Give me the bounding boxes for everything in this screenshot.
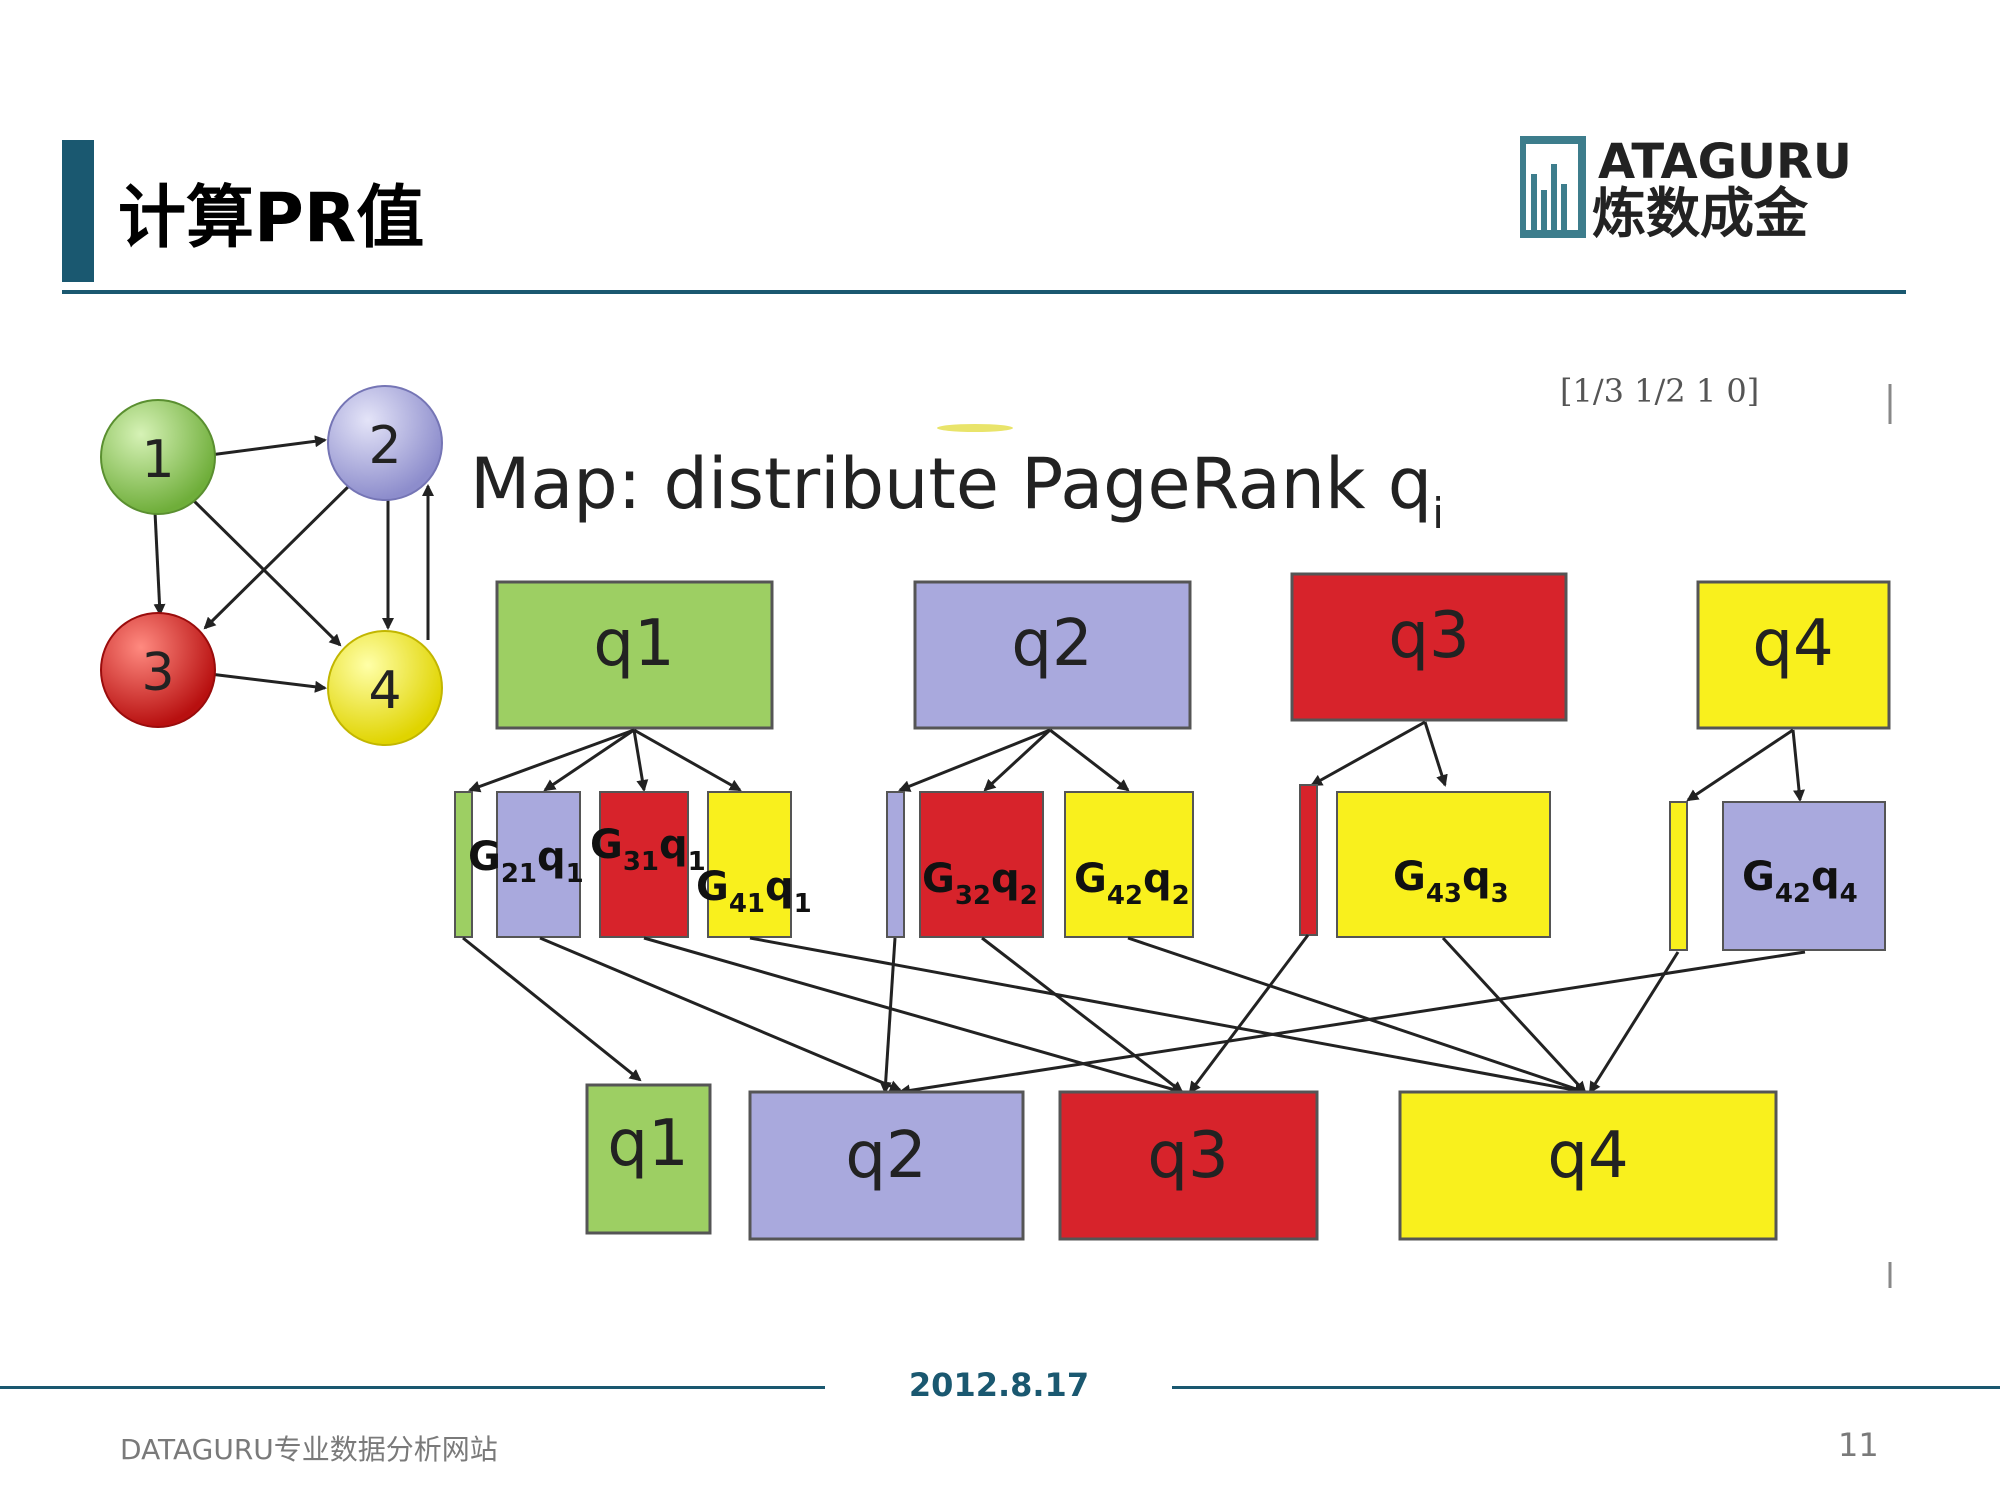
page-number: 11 xyxy=(1838,1426,1879,1464)
graph-node-3: 3 xyxy=(100,612,216,728)
mid-box-g31q1 xyxy=(599,791,689,938)
svg-text:q1: q1 xyxy=(593,607,674,681)
svg-text:q2: q2 xyxy=(845,1119,926,1193)
target-box-q4: q4 xyxy=(1398,1090,1778,1241)
mid-label-g43q3: G43q3 xyxy=(1393,854,1509,909)
svg-text:q3: q3 xyxy=(1388,599,1469,673)
source-box-q4: q4 xyxy=(1696,580,1891,730)
footer-rule-right xyxy=(1172,1386,2000,1389)
mid-label-g42q2: G42q2 xyxy=(1074,856,1190,911)
svg-text:q4: q4 xyxy=(1547,1119,1628,1193)
footer-site-name: DATAGURU专业数据分析网站 xyxy=(120,1433,498,1466)
source-box-q2: q2 xyxy=(913,580,1192,730)
mid-label-g41q1: G41q1 xyxy=(696,864,812,919)
mid-label-g32q2: G32q2 xyxy=(922,856,1038,911)
logo-text-chinese: 炼数成金 xyxy=(1592,182,1809,240)
graph-node-1: 1 xyxy=(100,399,216,515)
mid-labels: G21q1 G31q1 G41q1 G32q2 G42q2 G43q3 G42q… xyxy=(468,822,1858,919)
mid-label-g21q1: G21q1 xyxy=(468,834,584,889)
slide-title: 计算PR值 xyxy=(118,179,425,258)
mid-box-g32q2 xyxy=(886,791,1044,938)
source-box-q3: q3 xyxy=(1290,572,1568,722)
graph-node-4: 4 xyxy=(327,630,443,746)
svg-text:3: 3 xyxy=(141,643,174,703)
target-box-q3: q3 xyxy=(1058,1090,1319,1241)
svg-text:1: 1 xyxy=(141,430,174,490)
mid-label-g31q1: G31q1 xyxy=(590,822,706,877)
map-heading: Map: distribute PageRank qi xyxy=(470,443,1444,538)
svg-text:2: 2 xyxy=(368,416,401,476)
mid-box-g42q4 xyxy=(1669,801,1886,951)
mid-box-g41q1 xyxy=(707,791,792,938)
svg-text:q2: q2 xyxy=(1011,607,1092,681)
graph-edges xyxy=(153,435,434,693)
target-box-q1: q1 xyxy=(585,1083,712,1235)
footer-rule-left xyxy=(0,1386,825,1389)
footer-date: 2012.8.17 xyxy=(908,1366,1090,1404)
svg-text:q3: q3 xyxy=(1147,1119,1228,1193)
source-box-q1: q1 xyxy=(495,580,774,730)
title-divider xyxy=(62,290,1906,294)
svg-text:q4: q4 xyxy=(1752,607,1833,681)
split-arrows xyxy=(468,720,1805,802)
graph-node-2: 2 xyxy=(327,385,443,501)
mid-label-g42q4: G42q4 xyxy=(1742,854,1858,909)
mid-box-g42q2 xyxy=(1064,791,1194,938)
reduce-arrows xyxy=(462,934,1806,1097)
decorative-dot xyxy=(937,424,1013,432)
svg-text:q1: q1 xyxy=(607,1107,688,1181)
title-accent-bar xyxy=(62,140,94,282)
mid-box-g43q3 xyxy=(1299,784,1551,938)
logo-mark-icon xyxy=(1520,136,1586,238)
dataguru-logo: ATAGURU 炼数成金 xyxy=(1520,134,1852,240)
matrix-fragment: [1/3 1/2 1 0] xyxy=(1560,372,1759,410)
svg-text:4: 4 xyxy=(368,661,401,721)
mid-box-g21q1 xyxy=(454,791,581,938)
target-box-q2: q2 xyxy=(748,1090,1025,1241)
logo-text-latin: ATAGURU xyxy=(1598,134,1852,190)
